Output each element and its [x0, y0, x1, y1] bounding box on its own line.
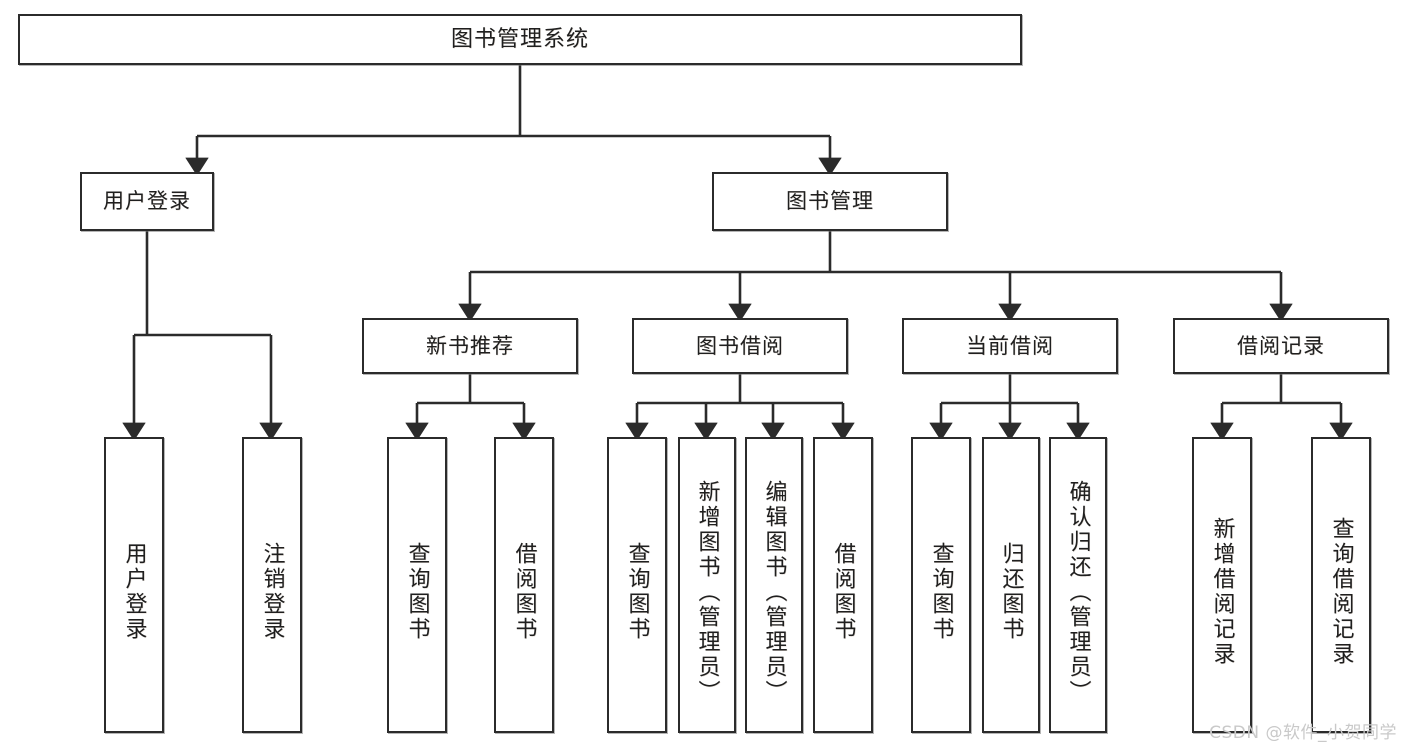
- node-leaf-confirm-return-label: 确认归还（管理员）: [1065, 479, 1091, 705]
- node-leaf-borrow-book-2-label: 借阅图书: [830, 542, 856, 642]
- node-borrow-record-label: 借阅记录: [1237, 333, 1325, 358]
- node-root-label: 图书管理系统: [450, 26, 589, 52]
- node-book-manage[interactable]: 图书管理: [712, 172, 948, 231]
- node-root[interactable]: 图书管理系统: [18, 14, 1022, 65]
- node-book-borrow[interactable]: 图书借阅: [632, 318, 848, 374]
- node-leaf-query-record-label: 查询借阅记录: [1328, 517, 1354, 667]
- node-new-book-recommend-label: 新书推荐: [426, 333, 514, 358]
- node-leaf-borrow-book-1[interactable]: 借阅图书: [494, 437, 554, 733]
- node-leaf-query-book-1-label: 查询图书: [404, 542, 430, 642]
- node-user-login-label: 用户登录: [103, 189, 191, 214]
- node-leaf-user-login-label: 用户登录: [121, 542, 147, 642]
- node-leaf-query-book-2[interactable]: 查询图书: [607, 437, 667, 733]
- node-leaf-add-book[interactable]: 新增图书（管理员）: [678, 437, 736, 733]
- node-leaf-borrow-book-1-label: 借阅图书: [511, 542, 537, 642]
- node-new-book-recommend[interactable]: 新书推荐: [362, 318, 578, 374]
- node-leaf-borrow-book-2[interactable]: 借阅图书: [813, 437, 873, 733]
- node-book-borrow-label: 图书借阅: [696, 333, 784, 358]
- node-leaf-return-book[interactable]: 归还图书: [982, 437, 1040, 733]
- node-book-manage-label: 图书管理: [786, 189, 874, 214]
- node-leaf-query-record[interactable]: 查询借阅记录: [1311, 437, 1371, 733]
- node-leaf-add-record[interactable]: 新增借阅记录: [1192, 437, 1252, 733]
- node-leaf-query-book-2-label: 查询图书: [624, 542, 650, 642]
- node-current-borrow-label: 当前借阅: [966, 333, 1054, 358]
- node-leaf-query-book-3-label: 查询图书: [928, 542, 954, 642]
- node-user-login[interactable]: 用户登录: [80, 172, 214, 231]
- node-leaf-add-record-label: 新增借阅记录: [1209, 517, 1235, 667]
- node-leaf-query-book-3[interactable]: 查询图书: [911, 437, 971, 733]
- node-leaf-return-book-label: 归还图书: [998, 542, 1024, 642]
- node-leaf-confirm-return[interactable]: 确认归还（管理员）: [1049, 437, 1107, 733]
- node-leaf-user-logout[interactable]: 注销登录: [242, 437, 302, 733]
- node-leaf-query-book-1[interactable]: 查询图书: [387, 437, 447, 733]
- node-leaf-add-book-label: 新增图书（管理员）: [694, 479, 720, 705]
- node-leaf-edit-book-label: 编辑图书（管理员）: [761, 479, 787, 705]
- node-borrow-record[interactable]: 借阅记录: [1173, 318, 1389, 374]
- node-leaf-user-login[interactable]: 用户登录: [104, 437, 164, 733]
- node-leaf-user-logout-label: 注销登录: [259, 542, 285, 642]
- node-leaf-edit-book[interactable]: 编辑图书（管理员）: [745, 437, 803, 733]
- watermark-text: CSDN @软件_小贺同学: [1209, 723, 1397, 743]
- node-current-borrow[interactable]: 当前借阅: [902, 318, 1118, 374]
